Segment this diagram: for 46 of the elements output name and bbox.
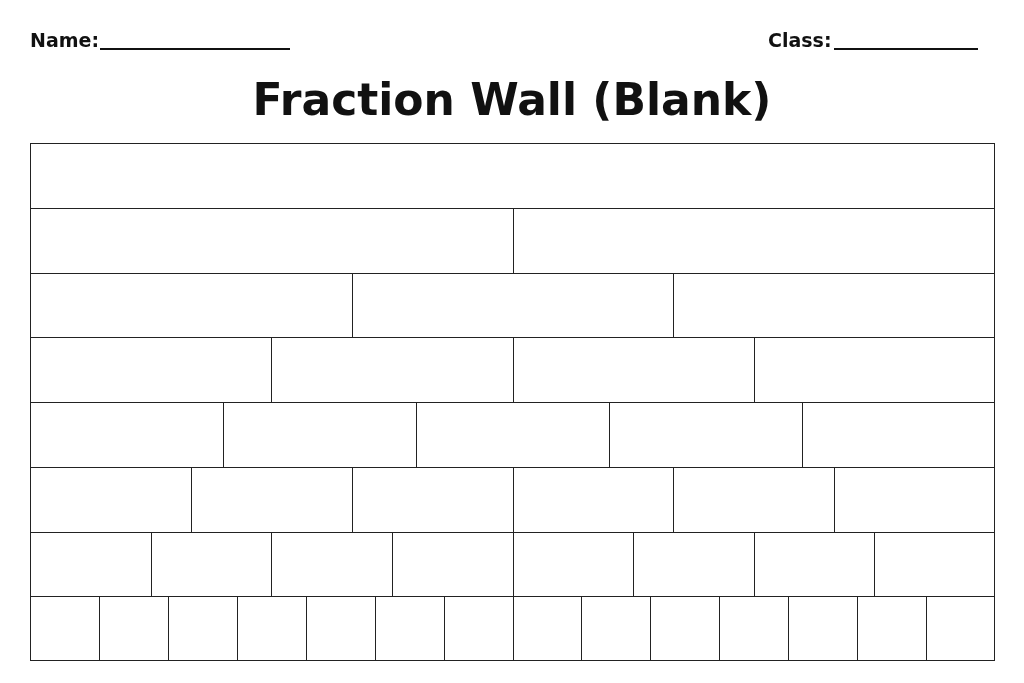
wall-brick [609,402,802,467]
wall-brick [392,532,513,596]
field-label: Name: [30,28,99,52]
wall-brick [719,596,788,661]
wall-brick [30,143,995,208]
wall-brick [513,596,581,661]
wall-brick [673,273,995,337]
wall-brick [857,596,926,661]
wall-brick [754,532,874,596]
wall-brick [352,273,673,337]
wall-brick [444,596,513,661]
wall-brick [926,596,995,661]
wall-brick [633,532,754,596]
wall-brick [306,596,375,661]
wall-brick [151,532,271,596]
wall-brick [513,208,995,273]
wall-brick [191,467,352,532]
wall-brick [802,402,995,467]
wall-brick [834,467,995,532]
wall-brick [513,467,673,532]
wall-brick [375,596,444,661]
wall-brick [30,208,513,273]
wall-brick [416,402,609,467]
wall-brick [30,596,99,661]
field-label: Class: [768,28,832,52]
wall-brick [352,467,513,532]
wall-brick [30,467,191,532]
wall-brick [754,337,995,402]
wall-brick [874,532,995,596]
wall-brick [99,596,168,661]
wall-brick [581,596,650,661]
wall-brick [673,467,834,532]
wall-brick [271,337,513,402]
wall-brick [30,402,223,467]
wall-brick [237,596,306,661]
wall-brick [650,596,719,661]
wall-brick [513,532,633,596]
wall-brick [271,532,392,596]
wall-brick [30,273,352,337]
wall-brick [30,337,271,402]
wall-brick [30,532,151,596]
worksheet-title: Fraction Wall (Blank) [251,73,773,127]
wall-brick [788,596,857,661]
wall-brick [513,337,754,402]
wall-brick [168,596,237,661]
wall-brick [223,402,416,467]
